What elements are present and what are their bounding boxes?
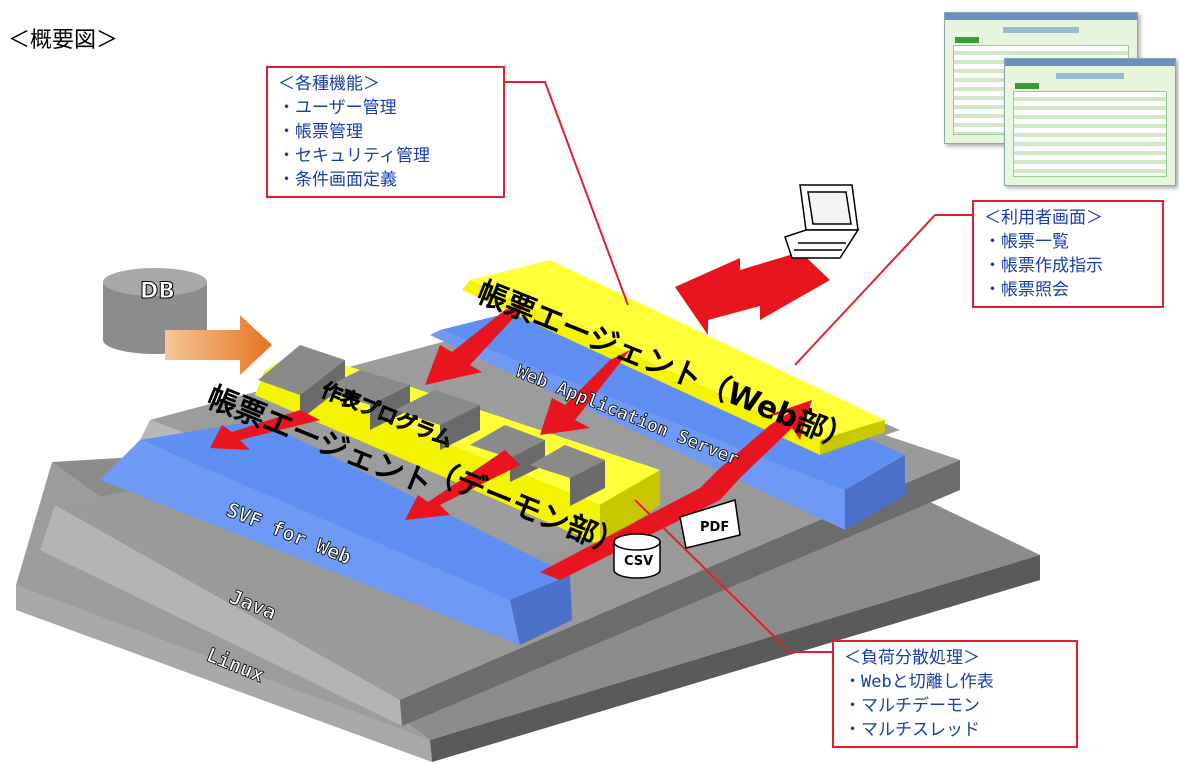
pdf-label: PDF	[700, 520, 729, 535]
csv-label: CSV	[624, 554, 653, 569]
db-arrow	[165, 315, 272, 375]
csv-cylinder	[613, 533, 661, 579]
db-label: DB	[140, 279, 175, 304]
page-title: ＜概要図＞	[8, 28, 119, 53]
load-item: マルチデーモン	[844, 694, 1066, 718]
svf-layer	[100, 420, 572, 645]
features-item: ユーザー管理	[278, 96, 493, 120]
leader-lines	[505, 81, 972, 653]
load-item: Webと切離し作表	[844, 670, 1066, 694]
user-screen-header: ＜利用者画面＞	[984, 208, 1103, 228]
user-screen-item: 帳票作成指示	[984, 254, 1152, 278]
load-callout: ＜負荷分散処理＞ Webと切離し作表 マルチデーモン マルチスレッド	[832, 640, 1078, 748]
user-screen-item: 帳票照会	[984, 278, 1152, 302]
red-arrows	[210, 242, 830, 580]
features-item: セキュリティ管理	[278, 144, 493, 168]
load-header: ＜負荷分散処理＞	[844, 648, 980, 668]
features-header: ＜各種機能＞	[278, 74, 380, 94]
user-screen-item: 帳票一覧	[984, 230, 1152, 254]
user-screen-callout: ＜利用者画面＞ 帳票一覧 帳票作成指示 帳票照会	[972, 200, 1164, 308]
was-layer	[430, 300, 905, 530]
features-callout: ＜各種機能＞ ユーザー管理 帳票管理 セキュリティ管理 条件画面定義	[266, 66, 505, 198]
agent-web-box	[462, 260, 885, 455]
program-cubes	[258, 345, 605, 506]
features-item: 条件画面定義	[278, 168, 493, 192]
screen-thumbnail-2	[1004, 58, 1176, 186]
features-item: 帳票管理	[278, 120, 493, 144]
pdf-document	[679, 499, 741, 549]
laptop-icon	[784, 184, 860, 259]
load-item: マルチスレッド	[844, 718, 1066, 742]
